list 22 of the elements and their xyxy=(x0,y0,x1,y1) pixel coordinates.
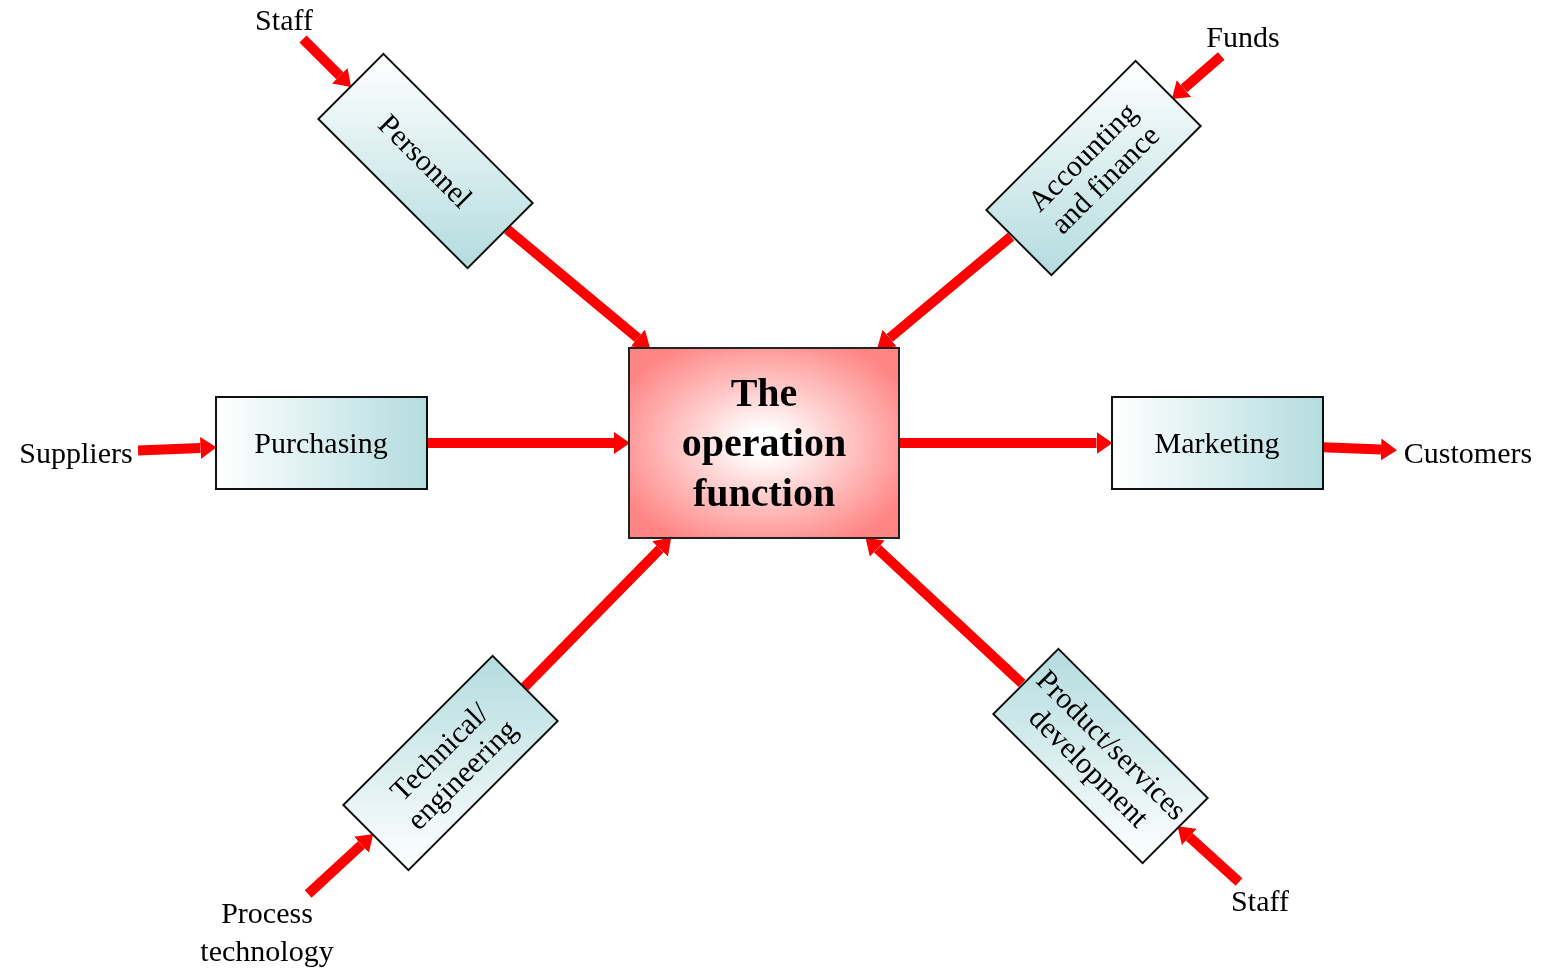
block-arrow xyxy=(1323,438,1397,461)
process-box xyxy=(628,347,900,539)
block-arrow xyxy=(427,432,630,454)
input-output-label: Staff xyxy=(1222,882,1298,920)
department-box xyxy=(214,396,428,490)
input-output-label: Suppliers xyxy=(14,434,138,472)
block-arrow xyxy=(304,833,374,898)
block-arrow xyxy=(299,35,352,88)
block-arrow xyxy=(1171,52,1225,100)
block-arrow xyxy=(521,537,672,691)
input-output-label: Customers xyxy=(1395,434,1541,472)
block-arrow xyxy=(877,232,1015,349)
input-output-label: Process technology xyxy=(192,894,342,970)
block-arrow xyxy=(504,225,651,349)
box-label: Marketing xyxy=(1153,427,1281,459)
input-output-label: Funds xyxy=(1203,18,1283,56)
block-arrow xyxy=(1177,826,1243,886)
box-title: The operation function xyxy=(680,369,848,517)
department-box xyxy=(1110,396,1324,490)
box-label: Purchasing xyxy=(253,427,389,459)
block-arrow xyxy=(865,537,1026,687)
input-output-label: Staff xyxy=(246,1,322,39)
